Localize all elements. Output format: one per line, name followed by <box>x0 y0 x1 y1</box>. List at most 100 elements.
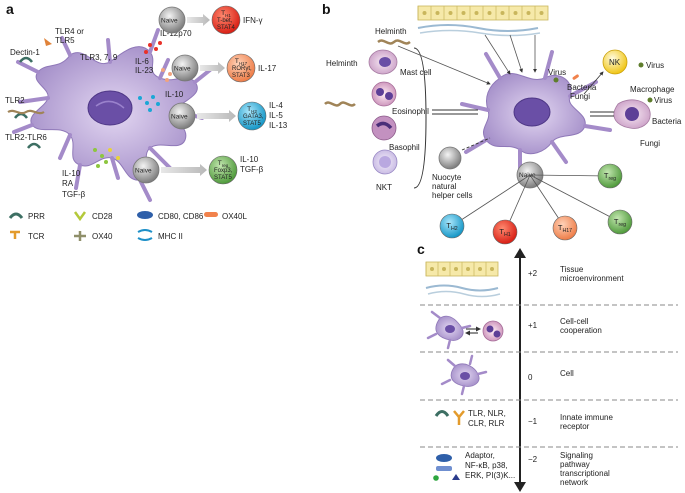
tissue-b-nucleus-2 <box>448 11 453 15</box>
mast-cell-label: Mast cell <box>400 68 432 77</box>
legend-ox40-label: OX40 <box>92 232 113 241</box>
virus2-icon <box>638 62 644 68</box>
effector-cytokine-3-1: TGF-β <box>240 165 264 174</box>
axis-arrow-up <box>514 248 526 258</box>
virus1-icon <box>553 77 559 83</box>
effector-tf2-3: STAT5 <box>214 175 232 181</box>
tissue-b-nucleus-0 <box>422 11 427 15</box>
macrophage-cell <box>613 99 651 129</box>
effector-cytokine-1-0: IL-17 <box>258 64 277 73</box>
cd28-icon <box>73 211 87 222</box>
kinase-icon <box>436 466 452 471</box>
virus3-icon <box>647 97 653 103</box>
panel-a: a TLR4 or TLR5 Dectin-1 TLR3, 7, 9 TLR2 … <box>5 1 288 241</box>
basophil-cell <box>371 115 397 141</box>
panel-b: b Helminth Helminth Mast cell Eosinophil… <box>322 1 682 245</box>
dendritic-cell-b <box>460 50 612 174</box>
naive-to-tcell-arrow-0 <box>451 174 531 227</box>
effector-cell-TH2 <box>237 101 267 131</box>
tissue-b-nucleus-7 <box>513 11 518 15</box>
basophil-label: Basophil <box>389 143 420 152</box>
signal-text-1: Adaptor, <box>465 451 495 460</box>
receptor-text-1: TLR, NLR, <box>468 409 506 418</box>
helminth-top-label: Helminth <box>375 27 407 36</box>
tlr5-label: TLR5 <box>55 36 75 45</box>
nuocyte-label-3: helper cells <box>432 191 472 200</box>
naive-cell-1 <box>171 54 199 82</box>
effector-cytokine-2-0: IL-4 <box>269 101 283 110</box>
level-separators <box>420 304 678 448</box>
naive-arrow-0 <box>187 14 210 26</box>
receptor-text-2: CLR, RLR <box>468 419 505 428</box>
prr-c-icon <box>434 410 450 417</box>
nuocyte-label-2: natural <box>432 182 457 191</box>
ra-label: RA <box>62 179 74 188</box>
cd80-icon <box>137 211 153 219</box>
adaptor-icon <box>436 454 452 462</box>
naive-rows: NaiveTH1T-bet,STAT4IFN-γNaiveTH17RORγt,S… <box>132 5 288 185</box>
tcell-b-2 <box>552 215 578 241</box>
naive-label-1: Naive <box>174 66 191 73</box>
tissue-b-nucleus-1 <box>435 11 440 15</box>
level-text-3-1: receptor <box>560 422 590 431</box>
effector-tf1-0: T-bet, <box>217 18 233 24</box>
level-text-2-0: Cell <box>560 369 574 378</box>
legend-prr-label: PRR <box>28 212 45 221</box>
effector-tf1-3: Foxp3, <box>214 168 233 174</box>
cooperation-level <box>426 310 504 350</box>
tcell-b-label-3: Treg <box>614 217 626 228</box>
axis-arrow-down <box>514 482 526 492</box>
il12-label: IL-12p70 <box>160 29 192 38</box>
il10b-label: IL-10 <box>62 169 81 178</box>
naive-arrow-1 <box>200 62 225 74</box>
naive-label-2: Naive <box>171 114 188 121</box>
ox40-icon <box>74 231 86 241</box>
effector-cytokine-3-0: IL-10 <box>240 155 259 164</box>
level-num-1: +1 <box>528 321 538 330</box>
panel-c: c <box>417 241 678 492</box>
receptor-level: TLR, NLR, CLR, RLR <box>434 409 506 428</box>
panel-a-label: a <box>6 1 14 17</box>
tissue-c-nucleus-2 <box>454 267 458 271</box>
eosinophil-cell <box>371 81 397 107</box>
tcell-b-label-4: Treg <box>604 171 616 182</box>
nk-cell: NK <box>602 49 628 75</box>
innate-bracket <box>413 47 427 189</box>
virus2-label: Virus <box>646 61 664 70</box>
effector-name-TH2: TH2 <box>247 106 257 114</box>
tcell-b-1 <box>492 219 518 245</box>
virus3-label: Virus <box>654 96 672 105</box>
fungi1-label: Fungi <box>570 92 590 101</box>
cytokine-dots <box>93 41 177 168</box>
signaling-level: Adaptor, NF-κB, p38, ERK, PI(3)K... <box>433 451 515 481</box>
helminth-left-label: Helminth <box>326 59 358 68</box>
effector-tf1-2: GATA3, <box>243 114 264 120</box>
eosinophil-label: Eosinophil <box>392 107 429 116</box>
naive-cell-3 <box>132 156 160 184</box>
nuocyte-cell <box>438 146 462 170</box>
helminth-left-icon <box>324 101 356 107</box>
level-text-3-0: Innate immune <box>560 413 613 422</box>
tissue-c-nucleus-5 <box>490 267 494 271</box>
effector-tf2-0: STAT4 <box>217 25 235 31</box>
level-text-4-2: transcriptional <box>560 469 610 478</box>
cell-level <box>440 354 488 396</box>
il10-label: IL-10 <box>165 90 184 99</box>
naive-to-tcell-arrow-4 <box>529 173 611 178</box>
effector-name-TH1: TH1 <box>221 10 231 18</box>
tcell-b-3 <box>607 209 633 235</box>
tissue-b-nucleus-4 <box>474 11 479 15</box>
nkt-cell <box>372 149 398 175</box>
naive-arrow-2 <box>197 110 236 122</box>
il6-label: IL-6 <box>135 57 149 66</box>
prr-icon <box>8 212 24 219</box>
nk-label: NK <box>609 58 621 67</box>
level-num-0: +2 <box>528 269 538 278</box>
level-text-0-1: microenvironment <box>560 274 624 283</box>
tlr379-label: TLR3, 7, 9 <box>80 53 118 62</box>
virus1-label: Virus <box>548 68 566 77</box>
tcr-c-icon <box>453 410 465 425</box>
